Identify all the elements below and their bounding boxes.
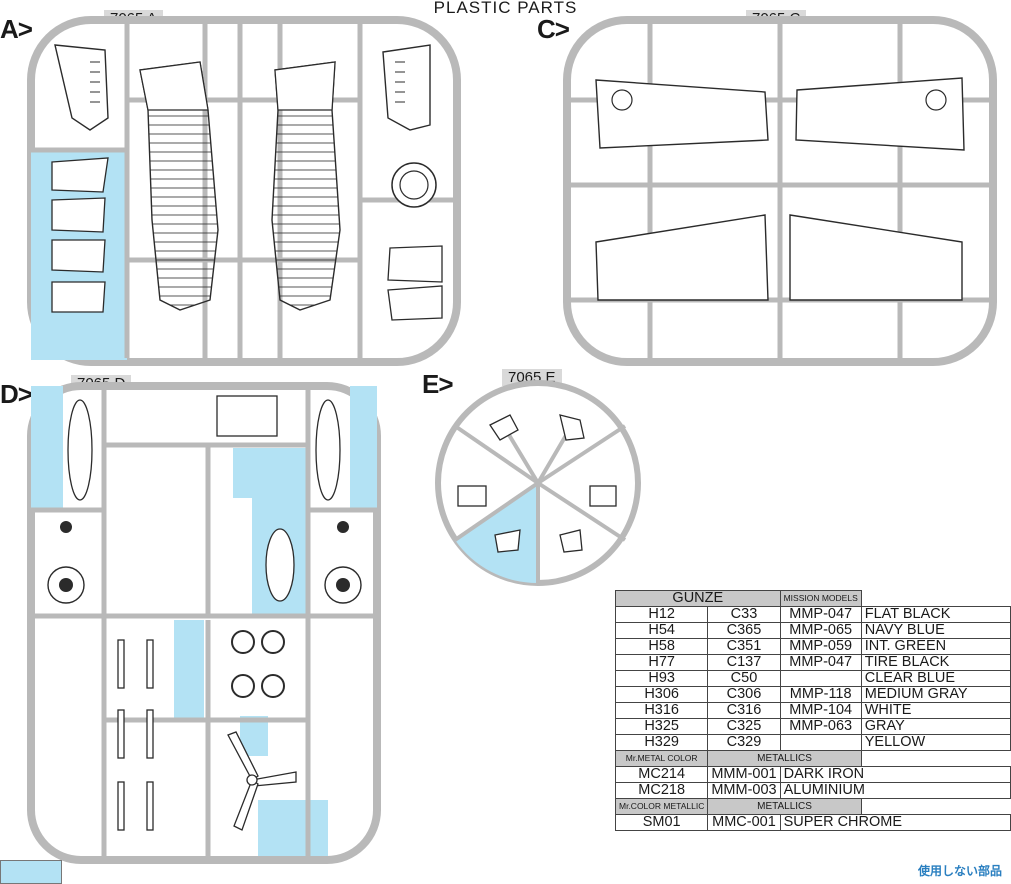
table-row: H77 C137 MMP-047 TIRE BLACK: [614, 654, 1011, 671]
sprue-d-letter: D>: [0, 379, 33, 409]
cowl-ring: [391, 162, 437, 208]
sprue-c-letter: C>: [537, 14, 570, 44]
mission-models-header: MISSION MODELS: [779, 590, 862, 607]
wing-lower-left: [595, 214, 769, 301]
wing-upper-right: [795, 77, 965, 151]
table-row: H54 C365 MMP-065 NAVY BLUE: [614, 622, 1011, 639]
wheel-4: [261, 674, 285, 698]
clear-panel-2: [387, 285, 443, 321]
fin-right: [382, 44, 431, 131]
table-row: H329 C329 YELLOW: [614, 734, 1011, 751]
metal-color-header: Mr.METAL COLOR: [614, 750, 709, 767]
sprue-c: [563, 16, 997, 366]
fuselage-left: [139, 61, 219, 311]
wing-lower-right: [789, 214, 963, 301]
table-row: MC218 MMM-003 ALUMINIUM: [614, 782, 1011, 799]
color-metallic-header: Mr.COLOR METALLIC: [614, 798, 709, 815]
sprue-a: [27, 16, 461, 366]
unused-parts-label: 使用しない部品: [918, 864, 1003, 878]
table-row: H58 C351 MMP-059 INT. GREEN: [614, 638, 1011, 655]
canopy-panels: [51, 157, 109, 313]
page-title: PLASTIC PARTS: [433, 0, 578, 17]
metallics-header: METALLICS: [707, 750, 862, 767]
wheel-1: [231, 630, 255, 654]
table-row: H12 C33 MMP-047 FLAT BLACK: [614, 606, 1011, 623]
sprue-a-letter: A>: [0, 14, 33, 44]
wheel-3: [231, 674, 255, 698]
table-row: MC214 MMM-001 DARK IRON: [614, 766, 1011, 783]
clear-panel-1: [387, 245, 443, 283]
paint-table: GUNZE MISSION MODELS H12 C33 MMP-047 FLA…: [614, 590, 1011, 831]
fin-left: [54, 44, 109, 131]
wheel-2: [261, 630, 285, 654]
drop-tank-right: [315, 399, 341, 501]
table-row: H306 C306 MMP-118 MEDIUM GRAY: [614, 686, 1011, 703]
propeller: [227, 731, 297, 831]
sprue-e-letter: E>: [422, 369, 454, 399]
table-row: H93 C50 CLEAR BLUE: [614, 670, 1011, 687]
gunze-header: GUNZE: [615, 590, 781, 607]
metallics-header-2: METALLICS: [707, 798, 862, 815]
sprue-e: [435, 380, 641, 586]
table-row: H325 C325 MMP-063 GRAY: [614, 718, 1011, 735]
sprue-d: [27, 382, 381, 864]
table-row: SM01 MMC-001 SUPER CHROME: [614, 814, 1011, 831]
center-tank: [265, 528, 295, 602]
drop-tank-left: [67, 399, 93, 501]
fuselage-right: [271, 61, 341, 311]
table-row: H316 C316 MMP-104 WHITE: [614, 702, 1011, 719]
wing-upper-left: [595, 79, 769, 149]
unused-parts-swatch: [0, 860, 62, 884]
